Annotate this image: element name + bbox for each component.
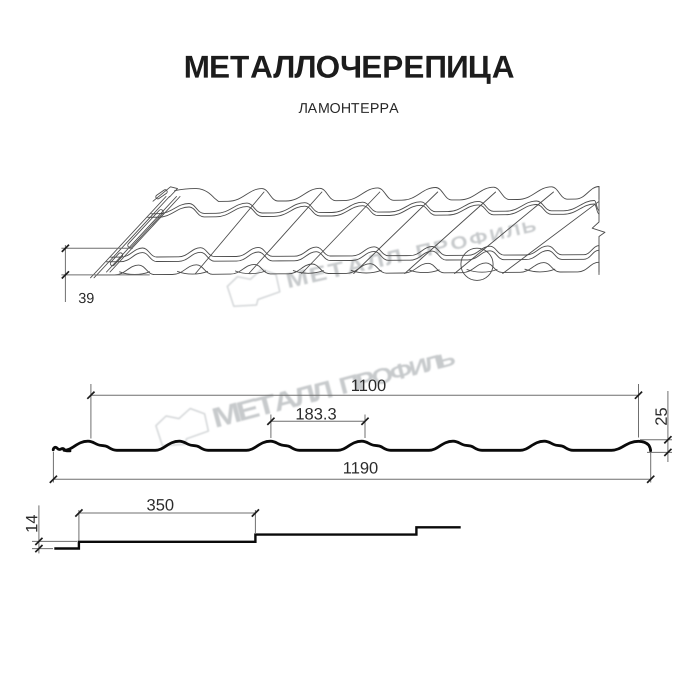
- svg-text:350: 350: [147, 497, 175, 515]
- svg-text:183.3: 183.3: [295, 405, 336, 423]
- svg-text:1100: 1100: [351, 377, 386, 395]
- svg-text:1190: 1190: [343, 459, 378, 477]
- svg-text:39: 39: [78, 291, 94, 307]
